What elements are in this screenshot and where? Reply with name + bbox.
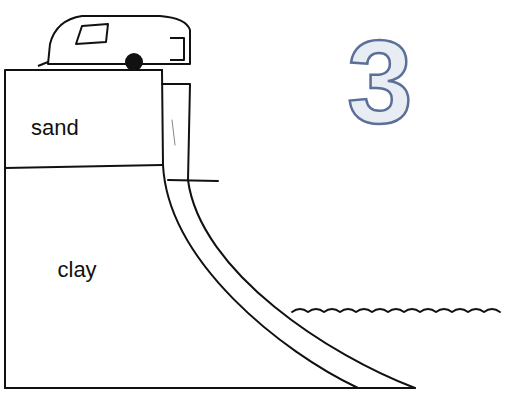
cliff-block [5, 70, 162, 388]
ground-line [5, 387, 415, 389]
figure-number: 3 [347, 23, 413, 141]
caravan-body [48, 16, 190, 64]
crack-line [172, 120, 175, 145]
slip-surface [162, 70, 358, 388]
layer-label: clay [58, 259, 97, 281]
layer-boundary [5, 165, 162, 168]
caravan-wheel [126, 54, 142, 70]
slump-layer-boundary [168, 180, 218, 181]
water-surface [292, 309, 500, 312]
layer-label: sand [31, 117, 79, 139]
caravan-door [170, 38, 184, 60]
tow-hitch [38, 62, 48, 66]
caravan-window [76, 24, 108, 44]
caravan [38, 16, 190, 70]
